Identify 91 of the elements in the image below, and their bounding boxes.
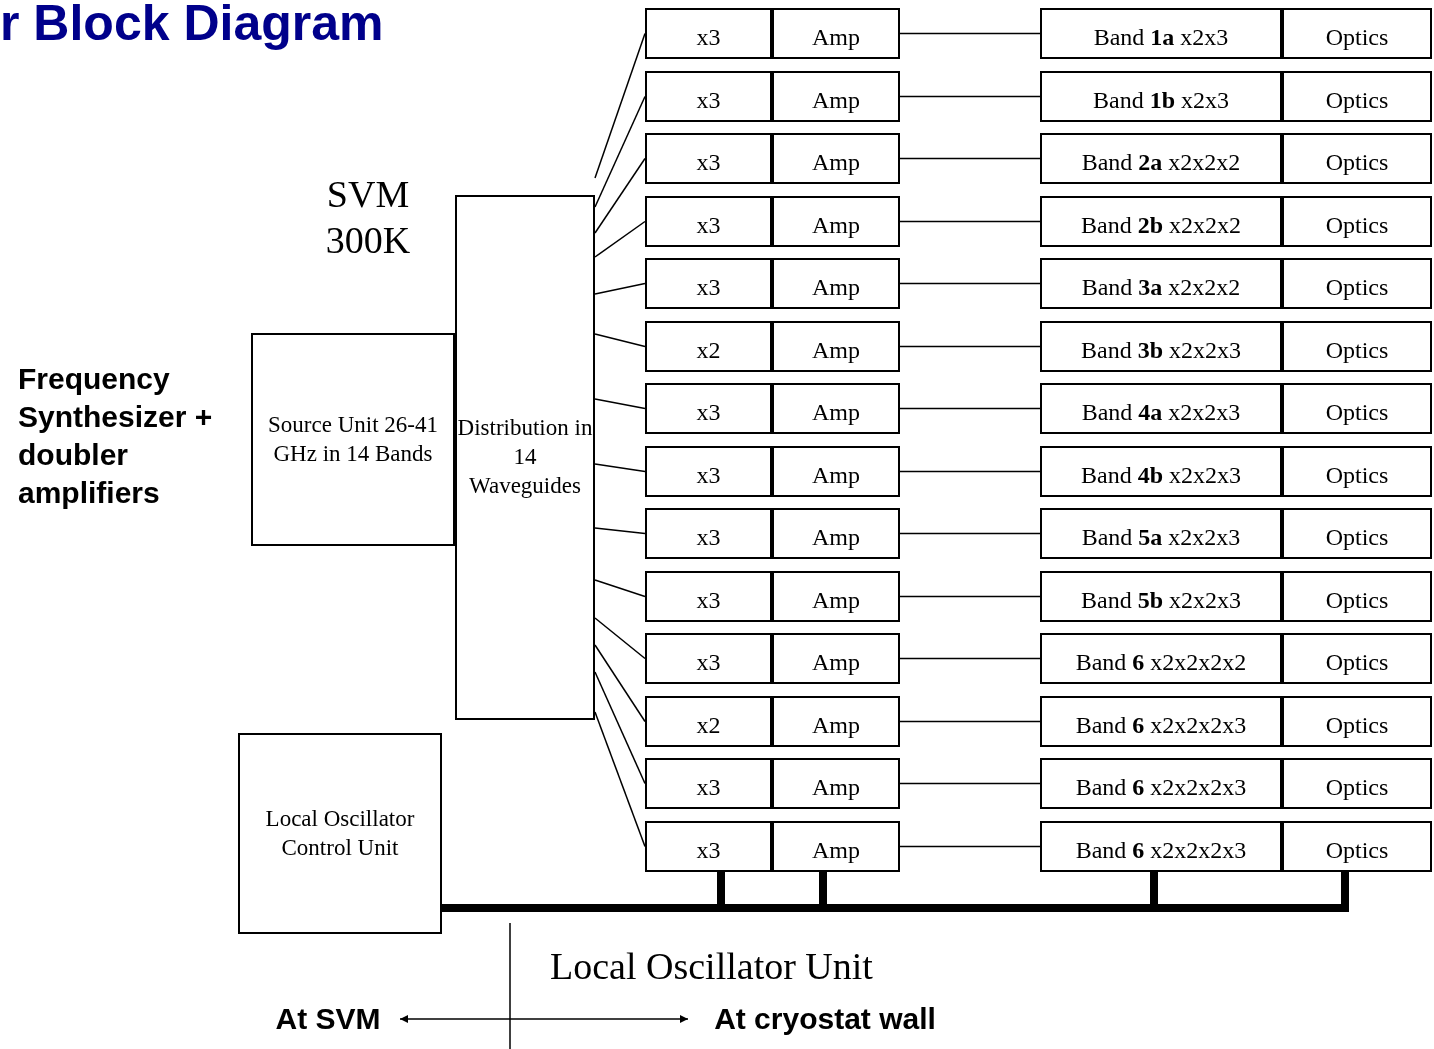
amplifier-box: Amp [772,321,900,372]
connector-line [899,345,1041,348]
connector-line [899,407,1041,410]
band-box: Band 4a x2x2x3 [1040,383,1282,434]
connector-line [899,720,1041,723]
band-box: Band 5b x2x2x3 [1040,571,1282,622]
optics-box: Optics [1282,446,1432,497]
band-box: Band 3a x2x2x2 [1040,258,1282,309]
multiplier-box: x3 [645,633,772,684]
optics-box: Optics [1282,383,1432,434]
amplifier-box: Amp [772,258,900,309]
annotation-text: SVM 300K [324,172,412,263]
optics-box: Optics [1282,821,1432,872]
optics-box: Optics [1282,571,1432,622]
double-arrow [399,1015,689,1023]
optics-box: Optics [1282,258,1432,309]
connector-line [594,282,646,295]
side-label: At cryostat wall [700,998,950,1040]
side-label: At SVM [268,998,388,1040]
amplifier-box: Amp [772,633,900,684]
band-box: Band 6 x2x2x2x3 [1040,696,1282,747]
multiplier-box: x3 [645,71,772,122]
amplifier-box: Amp [772,696,900,747]
annotation-text: Frequency Synthesizer + doubler amplifiers [18,361,214,512]
connector-line [899,95,1041,98]
optics-box: Optics [1282,633,1432,684]
band-box: Band 1b x2x3 [1040,71,1282,122]
amplifier-box: Amp [772,821,900,872]
multiplier-box: x3 [645,383,772,434]
band-box: Band 3b x2x2x3 [1040,321,1282,372]
connector-line [899,470,1041,473]
connector-line [594,579,646,598]
multiplier-box: x2 [645,321,772,372]
amplifier-box: Amp [772,758,900,809]
source-unit-box: Source Unit 26-41 GHz in 14 Bands [251,333,455,546]
connector-line [594,157,646,234]
multiplier-box: x3 [645,758,772,809]
amplifier-box: Amp [772,196,900,247]
band-box: Band 2a x2x2x2 [1040,133,1282,184]
band-box: Band 2b x2x2x2 [1040,196,1282,247]
optics-box: Optics [1282,71,1432,122]
connector-line [899,845,1041,848]
distribution-box: Distribution in 14 Waveguides [455,195,595,720]
amplifier-box: Amp [772,71,900,122]
amplifier-box: Amp [772,8,900,59]
optics-box: Optics [1282,196,1432,247]
connector-line [899,782,1041,785]
multiplier-box: x3 [645,196,772,247]
optics-box: Optics [1282,696,1432,747]
optics-box: Optics [1282,508,1432,559]
band-box: Band 5a x2x2x3 [1040,508,1282,559]
multiplier-box: x3 [645,571,772,622]
multiplier-box: x3 [645,508,772,559]
band-box: Band 4b x2x2x3 [1040,446,1282,497]
band-box: Band 6 x2x2x2x2 [1040,633,1282,684]
multiplier-box: x3 [645,8,772,59]
multiplier-box: x2 [645,696,772,747]
connector-line [899,32,1041,35]
connector-line [899,282,1041,285]
connector-line [594,644,646,723]
connector-line [594,617,646,660]
band-box: Band 6 x2x2x2x3 [1040,821,1282,872]
connector-line [594,398,646,410]
multiplier-box: x3 [645,446,772,497]
connector-line [594,32,646,179]
control-unit-box: Local Oscillator Control Unit [238,733,442,934]
optics-box: Optics [1282,133,1432,184]
amplifier-box: Amp [772,133,900,184]
connector-line [594,220,646,258]
band-box: Band 1a x2x3 [1040,8,1282,59]
optics-box: Optics [1282,321,1432,372]
band-box: Band 6 x2x2x2x3 [1040,758,1282,809]
optics-box: Optics [1282,8,1432,59]
connector-line [899,532,1041,535]
amplifier-box: Amp [772,446,900,497]
multiplier-box: x3 [645,133,772,184]
connector-line [899,595,1041,598]
connector-line [899,657,1041,660]
connector-line [899,157,1041,160]
optics-box: Optics [1282,758,1432,809]
connector-line [594,463,646,473]
connector-line [594,333,646,348]
multiplier-box: x3 [645,821,772,872]
amplifier-box: Amp [772,383,900,434]
multiplier-box: x3 [645,258,772,309]
amplifier-box: Amp [772,508,900,559]
amplifier-box: Amp [772,571,900,622]
diagram-title: r Block Diagram [0,0,384,52]
connector-line [594,527,646,535]
annotation-text: Local Oscillator Unit [550,944,873,988]
connector-line [899,220,1041,223]
